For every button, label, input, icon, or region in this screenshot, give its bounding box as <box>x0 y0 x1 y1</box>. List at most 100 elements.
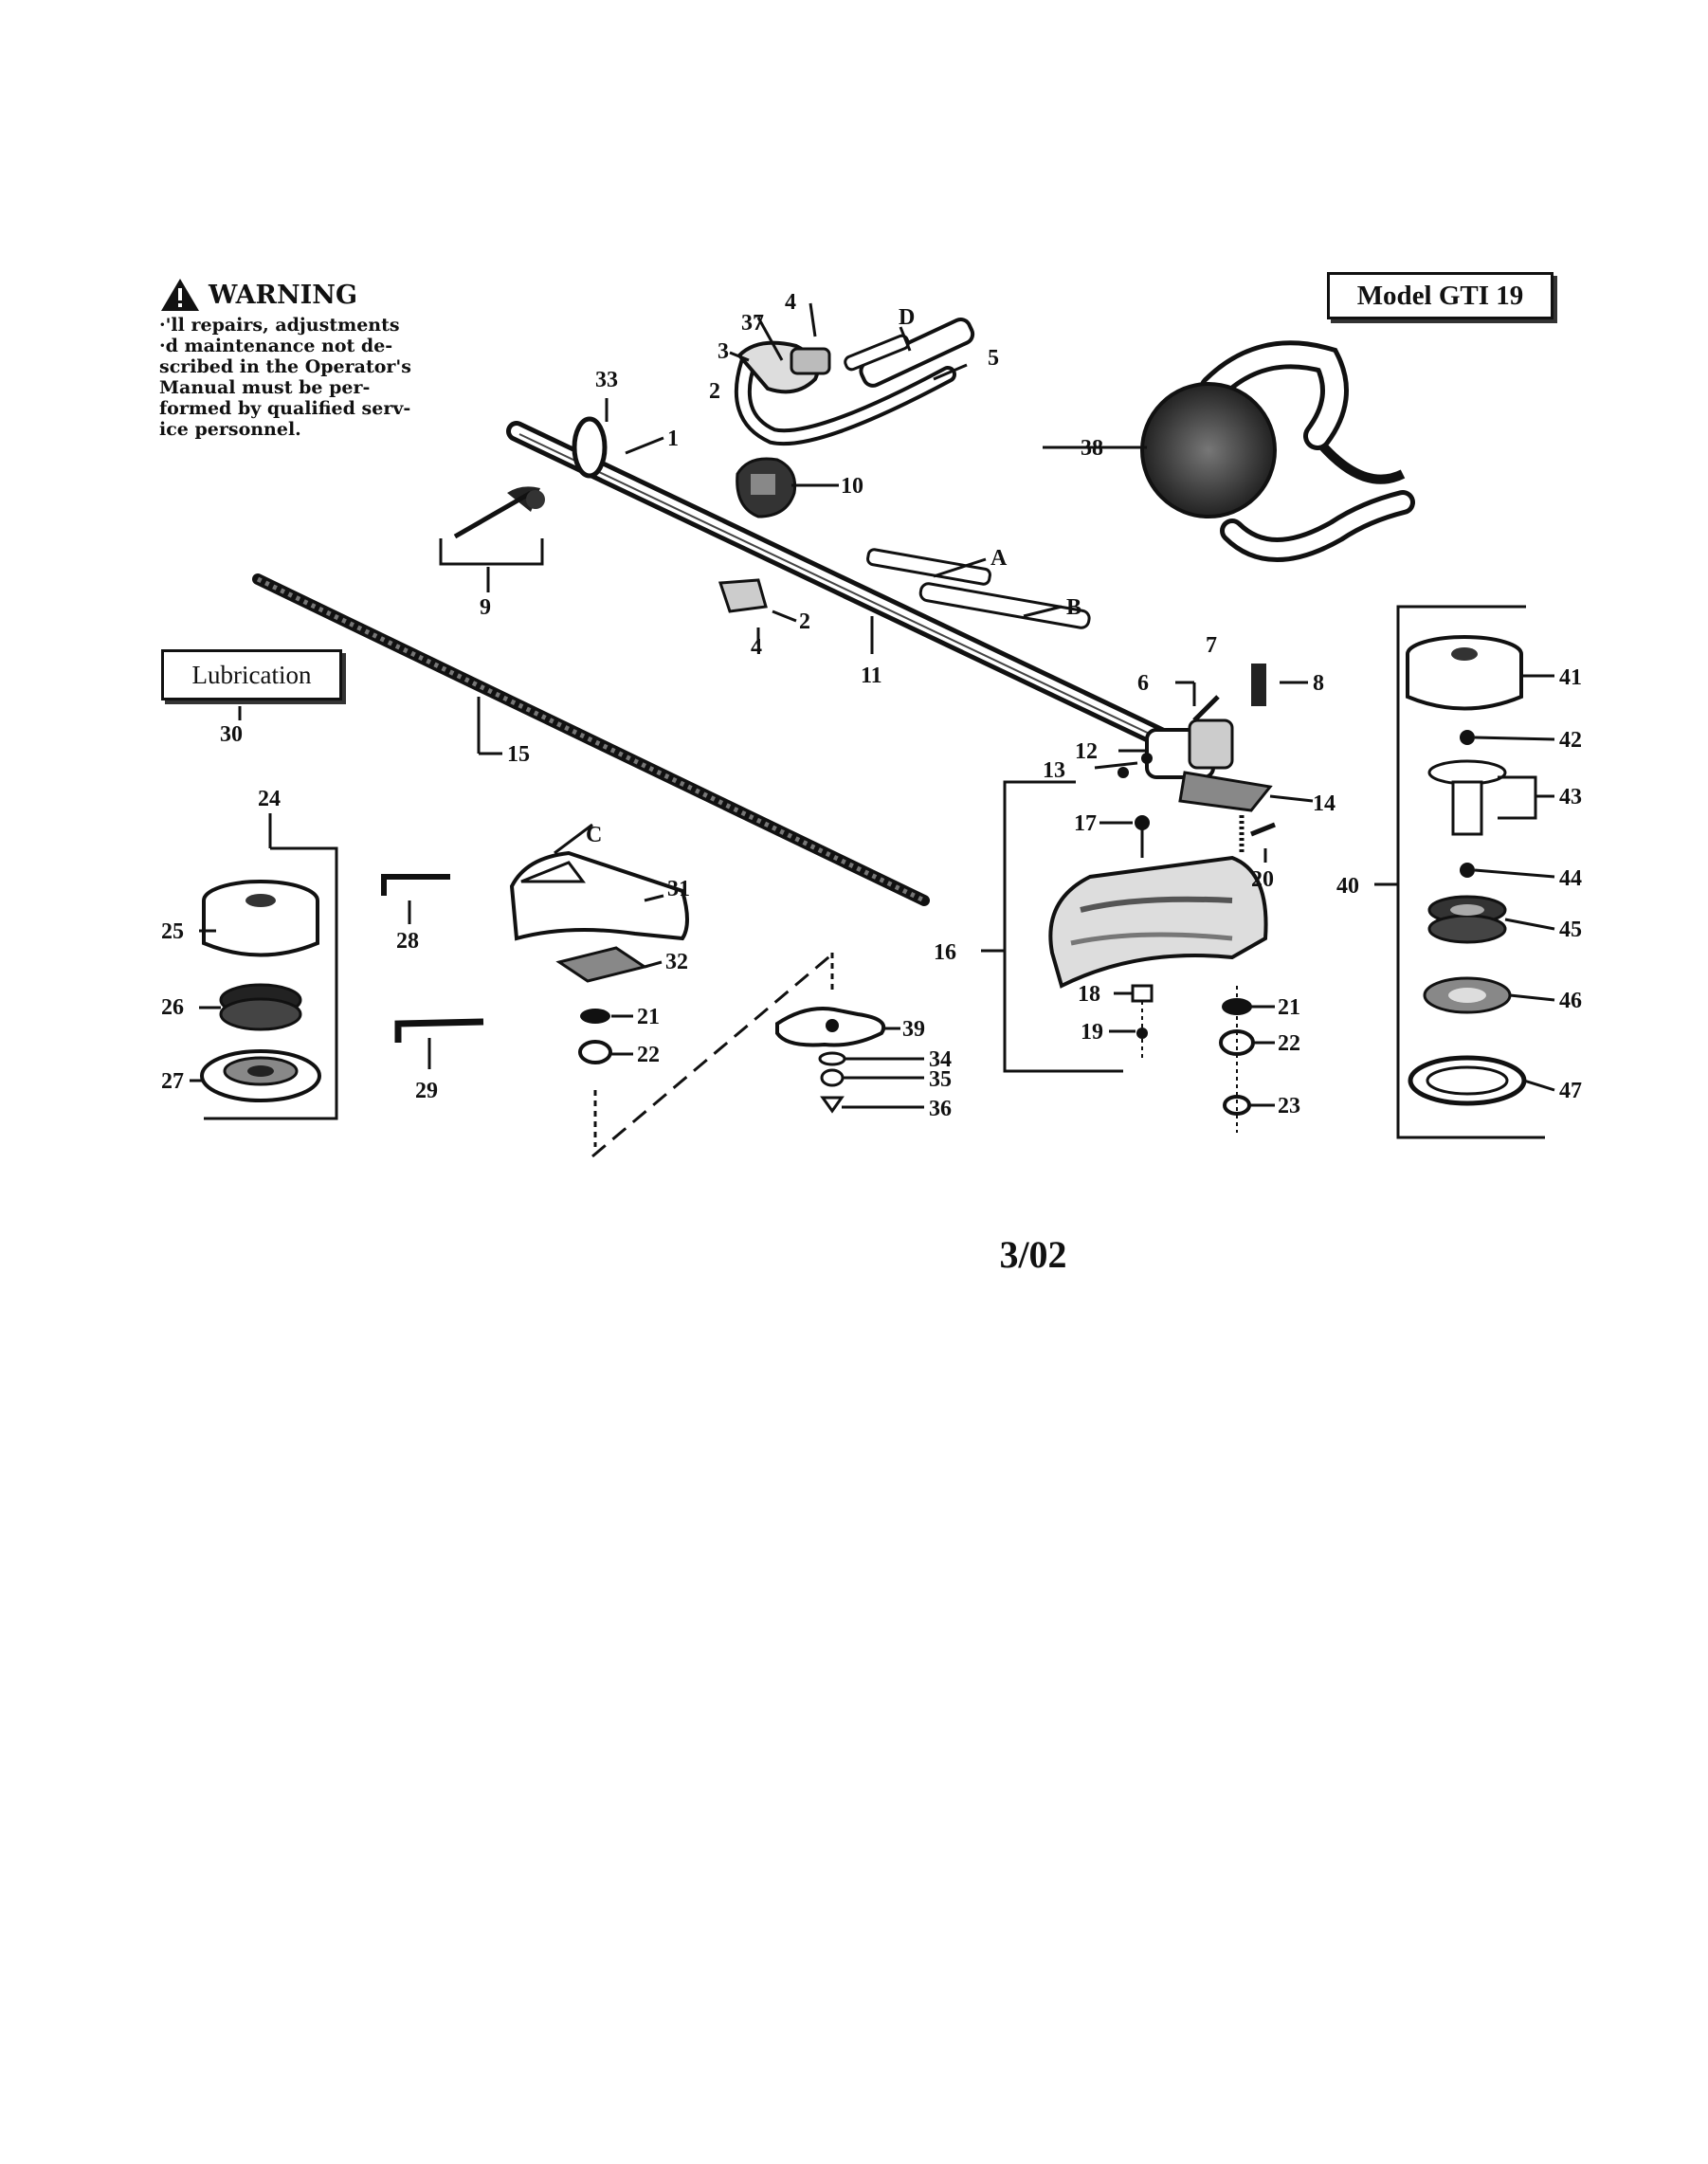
part-label: 27 <box>161 1069 184 1094</box>
part-label: 2 <box>709 379 720 404</box>
part-label: 9 <box>480 595 491 620</box>
part-label: 22 <box>1278 1031 1300 1056</box>
part-label: 29 <box>415 1079 438 1103</box>
part-label: 24 <box>258 787 281 811</box>
handle-clamp <box>736 457 797 518</box>
part-label: 23 <box>1278 1094 1300 1118</box>
nut-42 <box>1460 730 1475 745</box>
part-label: 25 <box>161 919 184 944</box>
part-label: 13 <box>1043 758 1065 783</box>
spring-46 <box>1423 976 1512 1014</box>
date-code: 3/02 <box>999 1233 1067 1276</box>
spool-26 <box>219 983 302 1031</box>
part-label: 17 <box>1074 811 1097 836</box>
bracket-40 <box>1396 605 1545 1139</box>
part-label: 2 <box>799 609 810 634</box>
part-label: 35 <box>929 1067 952 1092</box>
part-label: 28 <box>396 929 419 954</box>
warning-text: ·'ll repairs, adjustments ·d maintenance… <box>159 315 472 440</box>
part-label: 21 <box>1278 995 1300 1020</box>
spool-45 <box>1427 895 1507 944</box>
part-label: 7 <box>1206 633 1217 658</box>
part-label: 44 <box>1559 866 1582 891</box>
lubrication-label: Lubrication <box>191 660 312 689</box>
shoulder-strap-hanger <box>453 416 608 539</box>
warning-title: WARNING <box>209 280 358 310</box>
part-label: 38 <box>1081 436 1103 461</box>
warning-line: ice personnel. <box>159 419 301 440</box>
bump-knob-27 <box>200 1049 321 1102</box>
washer-22 <box>578 1040 612 1064</box>
warning-line: ·d maintenance not de- <box>159 336 393 356</box>
lower-clamp <box>718 578 768 613</box>
part-label: 21 <box>637 1005 660 1029</box>
part-label: 4 <box>785 290 796 315</box>
part-label: 6 <box>1137 671 1149 696</box>
part-label: 4 <box>751 635 762 660</box>
line-head-cap-41 <box>1406 635 1523 711</box>
warning-line: scribed in the Operator's <box>159 356 411 377</box>
part-label: 47 <box>1559 1079 1582 1103</box>
washer-34 <box>818 1051 846 1066</box>
washer-21 <box>580 1009 610 1024</box>
bump-knob-47 <box>1408 1055 1527 1106</box>
decal-d <box>844 334 910 372</box>
warning-line: ·'ll repairs, adjustments <box>159 315 400 336</box>
part-label: 26 <box>161 995 184 1020</box>
drive-shaft-tube <box>506 421 1190 757</box>
hex-wrench-28 <box>381 874 450 896</box>
flex-drive-cable <box>252 573 930 906</box>
shoulder-harness <box>1140 340 1415 562</box>
part-label: 41 <box>1559 665 1582 690</box>
part-label: 16 <box>934 940 956 965</box>
decal-a <box>866 548 991 586</box>
part-label: 5 <box>988 346 999 371</box>
part-label: 10 <box>841 474 863 499</box>
part-label: 22 <box>637 1043 660 1067</box>
part-number-labels: 1 2 2 3 4 4 5 6 7 8 9 10 11 12 13 14 15 … <box>161 290 1582 1121</box>
part-label: 33 <box>595 368 618 392</box>
warning-triangle-icon <box>161 279 199 311</box>
part-label: A <box>990 546 1008 571</box>
bracket-16 <box>1003 780 1123 1073</box>
part-label: 39 <box>902 1017 925 1042</box>
part-label: 8 <box>1313 671 1324 696</box>
warning-notice: WARNING ·'ll repairs, adjustments ·d mai… <box>159 277 472 440</box>
part-label: 32 <box>665 950 688 974</box>
model-label-box: Model GTI 19 <box>1327 272 1554 319</box>
nut-44 <box>1460 863 1475 878</box>
warning-heading: WARNING <box>159 277 472 313</box>
part-label: 40 <box>1336 874 1359 899</box>
bracket-24 <box>204 846 338 1120</box>
warning-line: Manual must be per- <box>159 377 371 398</box>
decal-b <box>918 582 1091 629</box>
part-label: 45 <box>1559 918 1582 942</box>
screws-gear-head <box>1117 664 1276 837</box>
part-label: 36 <box>929 1097 952 1121</box>
guard-fasteners <box>1131 815 1154 1062</box>
model-label: Model GTI 19 <box>1356 280 1524 311</box>
part-label: 46 <box>1559 989 1582 1013</box>
adapter-43 <box>1427 759 1507 836</box>
part-label: 15 <box>507 742 530 767</box>
part-label: 31 <box>667 877 690 901</box>
nut-36 <box>820 1096 845 1114</box>
part-label: 43 <box>1559 785 1582 809</box>
hex-wrench-29 <box>394 1018 484 1043</box>
line-head-cap-25 <box>202 880 319 957</box>
trimmer-guard <box>1048 855 1268 989</box>
lubrication-box: Lubrication <box>161 649 342 700</box>
gear-head <box>1145 718 1273 853</box>
part-label: 42 <box>1559 728 1582 753</box>
washers-right <box>1219 986 1255 1133</box>
part-label: D <box>899 305 915 330</box>
part-label: 11 <box>861 664 882 688</box>
handle-assembly <box>734 318 975 446</box>
part-label: 34 <box>929 1047 952 1072</box>
part-label: 18 <box>1078 982 1100 1007</box>
part-label: 20 <box>1251 867 1274 892</box>
warning-line: formed by qualified serv- <box>159 398 411 419</box>
part-label: 30 <box>220 722 243 747</box>
part-label: 3 <box>718 339 729 364</box>
